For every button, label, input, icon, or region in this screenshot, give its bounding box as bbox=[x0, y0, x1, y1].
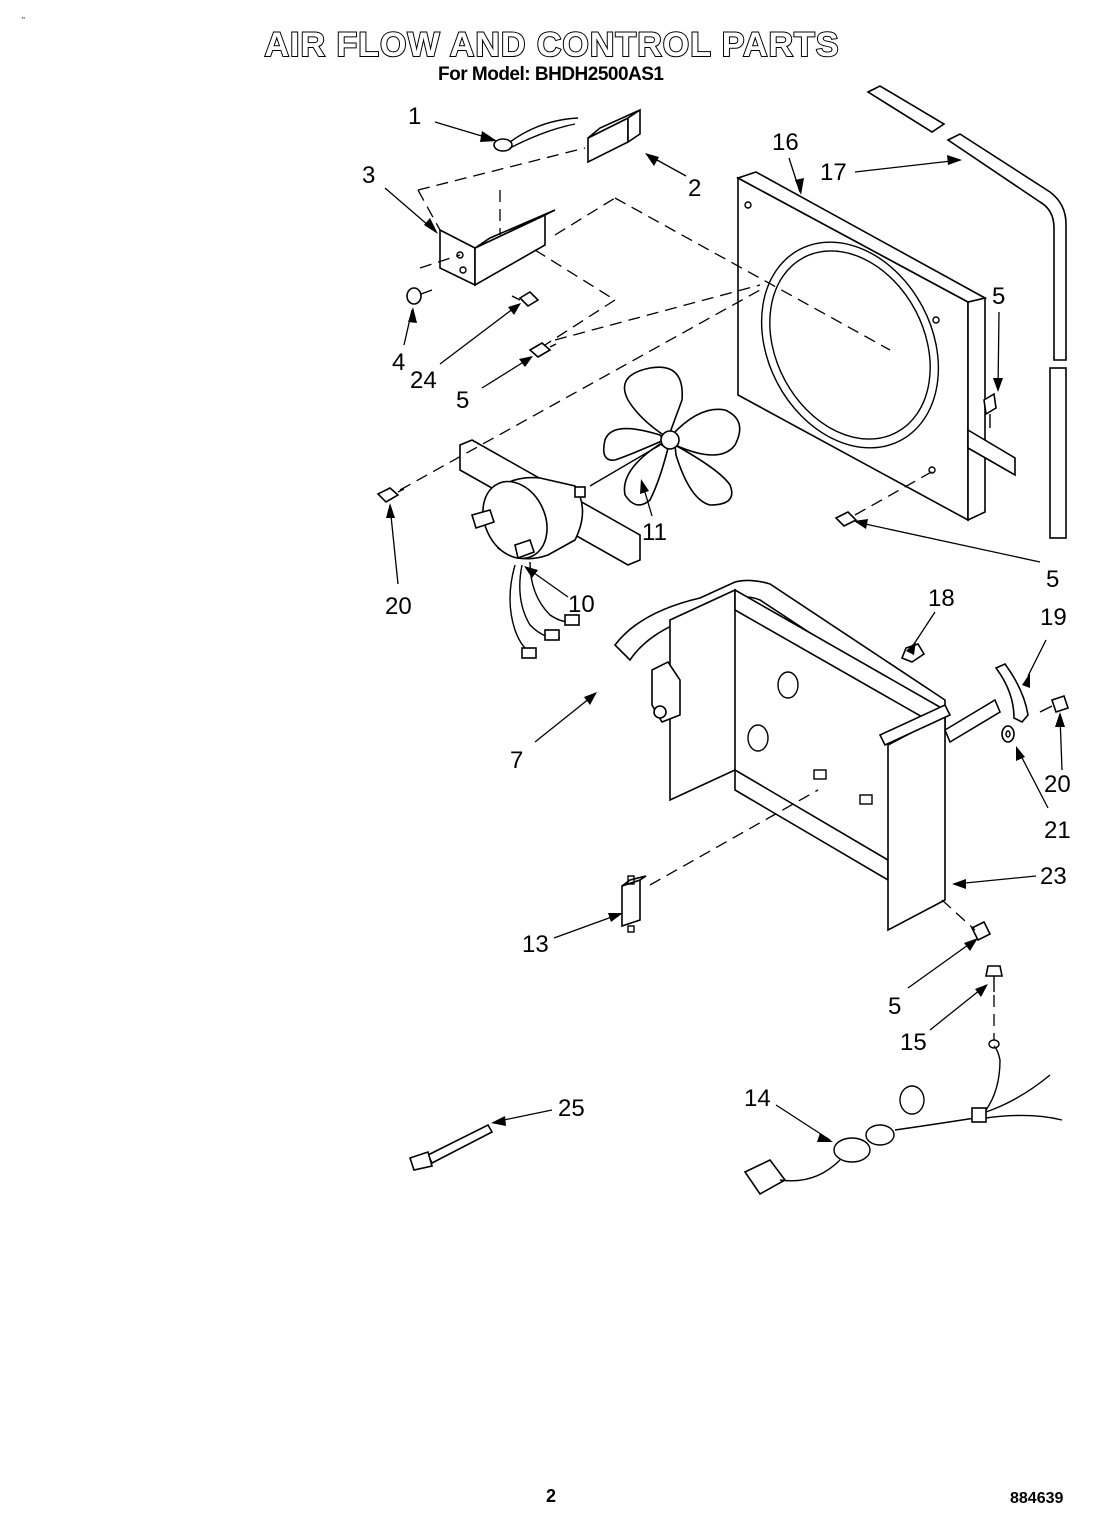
model-subtitle: For Model: BHDH2500AS1 bbox=[438, 64, 664, 85]
cable-tie-part bbox=[408, 1123, 494, 1171]
screw-5-upper bbox=[528, 342, 557, 358]
callout-labels: 1 2 3 4 24 5 16 17 5 5 11 10 20 7 18 19 … bbox=[362, 103, 1071, 1122]
callout-2: 2 bbox=[688, 175, 701, 202]
callout-3: 3 bbox=[362, 162, 375, 189]
mounting-bracket-part bbox=[439, 209, 556, 287]
callout-14: 14 bbox=[744, 1085, 771, 1112]
control-board-part bbox=[587, 108, 641, 164]
callout-16: 16 bbox=[772, 129, 799, 156]
callout-5-lower: 5 bbox=[888, 993, 901, 1020]
screw-5-lower bbox=[970, 920, 992, 942]
callout-5-right: 5 bbox=[992, 283, 1005, 310]
callout-21: 21 bbox=[1044, 817, 1071, 844]
fan-blade-part bbox=[589, 366, 741, 506]
page-title: AIR FLOW AND CONTROL PARTS bbox=[264, 25, 840, 65]
fan-shroud-panel bbox=[735, 171, 1016, 522]
power-cord-part bbox=[743, 1039, 1063, 1196]
screw-4 bbox=[406, 287, 433, 305]
screw-5-mid bbox=[834, 511, 858, 527]
callout-19: 19 bbox=[1040, 604, 1067, 631]
callout-15: 15 bbox=[900, 1029, 927, 1056]
callout-5-mid: 5 bbox=[1046, 566, 1059, 593]
callout-20-left: 20 bbox=[385, 593, 412, 620]
thermistor-part bbox=[493, 117, 579, 152]
callout-11: 11 bbox=[642, 519, 667, 546]
callout-13: 13 bbox=[522, 931, 549, 958]
washer-part bbox=[1001, 725, 1015, 743]
screw-24 bbox=[511, 290, 540, 308]
screw-20-left bbox=[376, 487, 405, 504]
callout-18: 18 bbox=[928, 585, 955, 612]
leader-lines bbox=[384, 121, 1063, 1141]
callout-4: 4 bbox=[392, 349, 405, 376]
screw-20-right bbox=[1039, 694, 1070, 714]
callout-24: 24 bbox=[410, 367, 437, 394]
callout-1: 1 bbox=[408, 103, 421, 130]
callout-23: 23 bbox=[1040, 863, 1067, 890]
screw-5-right bbox=[983, 392, 997, 428]
callout-10: 10 bbox=[568, 591, 595, 618]
switch-part bbox=[621, 875, 647, 933]
corner-mark: " bbox=[22, 16, 25, 25]
foam-seal-strips bbox=[866, 85, 1067, 539]
callout-20-right: 20 bbox=[1044, 771, 1071, 798]
callout-17: 17 bbox=[820, 159, 847, 186]
callout-5-upper: 5 bbox=[456, 387, 469, 414]
fan-motor-part bbox=[459, 439, 641, 659]
control-housing-part bbox=[613, 579, 1002, 932]
clip-part bbox=[994, 663, 1029, 723]
screw-15-ground bbox=[985, 965, 1003, 992]
callout-25: 25 bbox=[558, 1095, 585, 1122]
leader-arrowheads bbox=[386, 131, 1065, 1142]
assembly-dash-lines bbox=[399, 147, 995, 1040]
callout-7: 7 bbox=[510, 747, 523, 774]
page-number: 2 bbox=[546, 1486, 557, 1506]
document-number: 884639 bbox=[1010, 1490, 1064, 1507]
